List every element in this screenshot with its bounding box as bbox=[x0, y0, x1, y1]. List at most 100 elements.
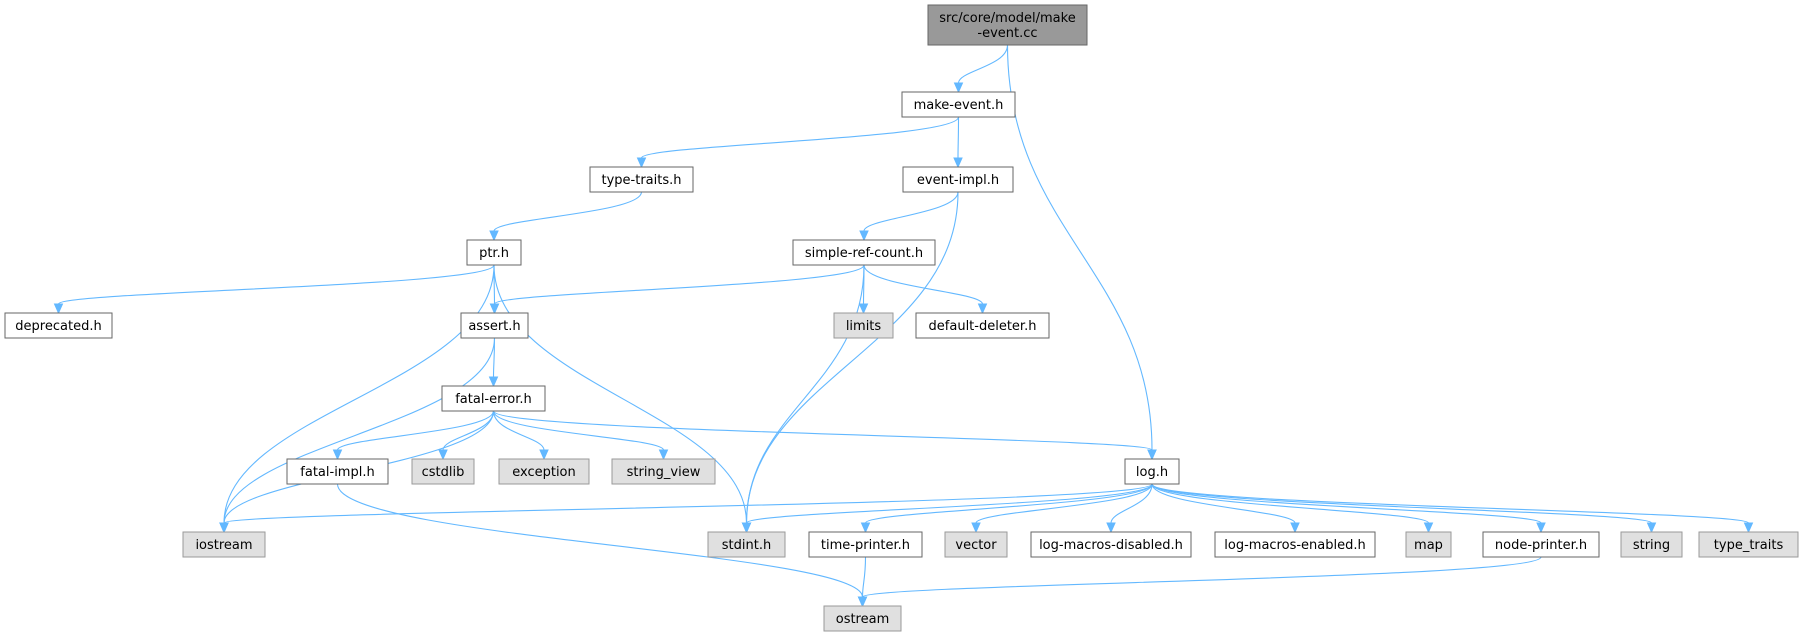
node-ptr[interactable]: ptr.h bbox=[466, 239, 522, 266]
arrowhead-simple-ref-count-to-assert bbox=[489, 303, 500, 315]
node-log-macros-enabled[interactable]: log-macros-enabled.h bbox=[1214, 531, 1376, 558]
node-label-vector: vector bbox=[955, 538, 997, 553]
node-box-make-event bbox=[901, 91, 1016, 118]
node-label-ostream: ostream bbox=[836, 612, 890, 627]
node-string_view: string_view bbox=[611, 458, 716, 485]
node-box-ostream bbox=[823, 605, 902, 632]
arrowhead-ptr-to-deprecated bbox=[53, 303, 64, 315]
node-box-cstdlib bbox=[411, 458, 475, 485]
node-label-stdint: stdint.h bbox=[722, 538, 771, 553]
arrowhead-fatal-error-to-exception bbox=[539, 449, 549, 461]
edge-fatal-error-to-cstdlib bbox=[442, 410, 495, 451]
edge-make-event-to-event-impl bbox=[957, 116, 960, 159]
edge-assert-to-iostream bbox=[223, 337, 496, 524]
edge-fatal-error-to-string_view bbox=[492, 410, 665, 451]
node-label-ptr: ptr.h bbox=[479, 246, 509, 261]
node-box-event-impl bbox=[902, 166, 1014, 193]
node-vector: vector bbox=[944, 531, 1008, 558]
node-simple-ref-count[interactable]: simple-ref-count.h bbox=[792, 239, 936, 266]
node-deprecated[interactable]: deprecated.h bbox=[4, 312, 113, 339]
node-map: map bbox=[1405, 531, 1452, 558]
arrowhead-root-to-make-event bbox=[953, 82, 964, 94]
edges-layer bbox=[53, 44, 1754, 608]
node-make-event[interactable]: make-event.h bbox=[901, 91, 1016, 118]
node-string: string bbox=[1620, 531, 1683, 558]
node-label-log: log.h bbox=[1136, 465, 1168, 480]
node-log[interactable]: log.h bbox=[1124, 458, 1180, 485]
edge-root-to-make-event bbox=[957, 44, 1009, 84]
arrowhead-fatal-error-to-string_view bbox=[658, 449, 669, 461]
node-stdint: stdint.h bbox=[707, 531, 786, 558]
arrowhead-log-to-map bbox=[1423, 522, 1434, 534]
edge-log-to-node-printer bbox=[1151, 483, 1542, 524]
node-box-node-printer bbox=[1482, 531, 1600, 558]
node-label-fatal-impl: fatal-impl.h bbox=[300, 465, 374, 480]
node-iostream: iostream bbox=[182, 531, 266, 558]
arrowhead-make-event-to-type-traits-h bbox=[636, 157, 647, 169]
arrowhead-simple-ref-count-to-limits bbox=[858, 303, 869, 315]
arrowhead-make-event-to-event-impl bbox=[953, 157, 963, 169]
edge-fatal-error-to-fatal-impl bbox=[336, 410, 495, 451]
arrowhead-event-impl-to-simple-ref-count bbox=[859, 230, 869, 242]
node-node-printer[interactable]: node-printer.h bbox=[1482, 531, 1600, 558]
node-label-string_view: string_view bbox=[627, 465, 701, 480]
node-box-iostream bbox=[182, 531, 266, 558]
node-label-cstdlib: cstdlib bbox=[422, 465, 465, 480]
node-type_traits: type_traits bbox=[1698, 531, 1799, 558]
edge-log-to-map bbox=[1151, 483, 1430, 524]
node-box-default-deleter bbox=[915, 312, 1050, 339]
node-label-time-printer: time-printer.h bbox=[821, 538, 910, 553]
node-box-vector bbox=[944, 531, 1008, 558]
edge-simple-ref-count-to-assert bbox=[493, 264, 865, 305]
arrowhead-log-to-log-macros-disabled bbox=[1106, 522, 1116, 534]
node-log-macros-disabled[interactable]: log-macros-disabled.h bbox=[1030, 531, 1192, 558]
node-exception: exception bbox=[498, 458, 590, 485]
node-box-root bbox=[927, 4, 1088, 46]
node-box-map bbox=[1405, 531, 1452, 558]
edge-log-to-iostream bbox=[223, 483, 1153, 524]
node-box-string bbox=[1620, 531, 1683, 558]
node-label-string: string bbox=[1633, 538, 1670, 553]
node-label-deprecated: deprecated.h bbox=[15, 319, 101, 334]
node-type-traits-h[interactable]: type-traits.h bbox=[589, 166, 694, 193]
node-label-type_traits: type_traits bbox=[1714, 538, 1784, 553]
edge-log-to-time-printer bbox=[864, 483, 1153, 524]
edge-ptr-to-iostream bbox=[223, 264, 495, 524]
nodes-layer: src/core/model/make-event.cc make-event.h… bbox=[4, 4, 1799, 632]
edge-log-to-string bbox=[1151, 483, 1653, 524]
arrowhead-log-to-string bbox=[1646, 522, 1657, 534]
edge-make-event-to-type-traits-h bbox=[640, 116, 960, 159]
node-label-root: src/core/model/make bbox=[939, 11, 1075, 26]
node-label-map: map bbox=[1414, 538, 1443, 553]
arrowhead-log-to-time-printer bbox=[860, 522, 871, 534]
node-label-assert: assert.h bbox=[468, 319, 520, 334]
node-event-impl[interactable]: event-impl.h bbox=[902, 166, 1014, 193]
node-box-fatal-error bbox=[441, 385, 546, 412]
node-box-assert bbox=[460, 312, 529, 339]
edge-event-impl-to-simple-ref-count bbox=[863, 191, 959, 232]
node-fatal-error[interactable]: fatal-error.h bbox=[441, 385, 546, 412]
arrowhead-log-to-vector bbox=[971, 522, 981, 534]
node-default-deleter[interactable]: default-deleter.h bbox=[915, 312, 1050, 339]
node-label-root: -event.cc bbox=[977, 26, 1037, 41]
node-root[interactable]: src/core/model/make-event.cc bbox=[927, 4, 1088, 46]
edge-type-traits-h-to-ptr bbox=[493, 191, 643, 232]
arrowhead-assert-to-fatal-error bbox=[488, 376, 499, 388]
arrowhead-log-to-type_traits bbox=[1743, 522, 1754, 534]
node-box-string_view bbox=[611, 458, 716, 485]
edge-ptr-to-deprecated bbox=[57, 264, 495, 305]
node-label-limits: limits bbox=[846, 319, 882, 334]
node-label-exception: exception bbox=[512, 465, 576, 480]
node-box-log-macros-enabled bbox=[1214, 531, 1376, 558]
edge-time-printer-to-ostream bbox=[861, 556, 867, 598]
node-label-iostream: iostream bbox=[195, 538, 252, 553]
node-label-log-macros-disabled: log-macros-disabled.h bbox=[1039, 538, 1183, 553]
node-ostream: ostream bbox=[823, 605, 902, 632]
node-time-printer[interactable]: time-printer.h bbox=[808, 531, 923, 558]
edge-log-to-log-macros-enabled bbox=[1151, 483, 1296, 524]
node-label-fatal-error: fatal-error.h bbox=[455, 392, 532, 407]
node-fatal-impl[interactable]: fatal-impl.h bbox=[286, 458, 389, 485]
arrowhead-log-to-node-printer bbox=[1536, 522, 1546, 534]
node-assert[interactable]: assert.h bbox=[460, 312, 529, 339]
edge-log-to-log-macros-disabled bbox=[1110, 483, 1153, 524]
